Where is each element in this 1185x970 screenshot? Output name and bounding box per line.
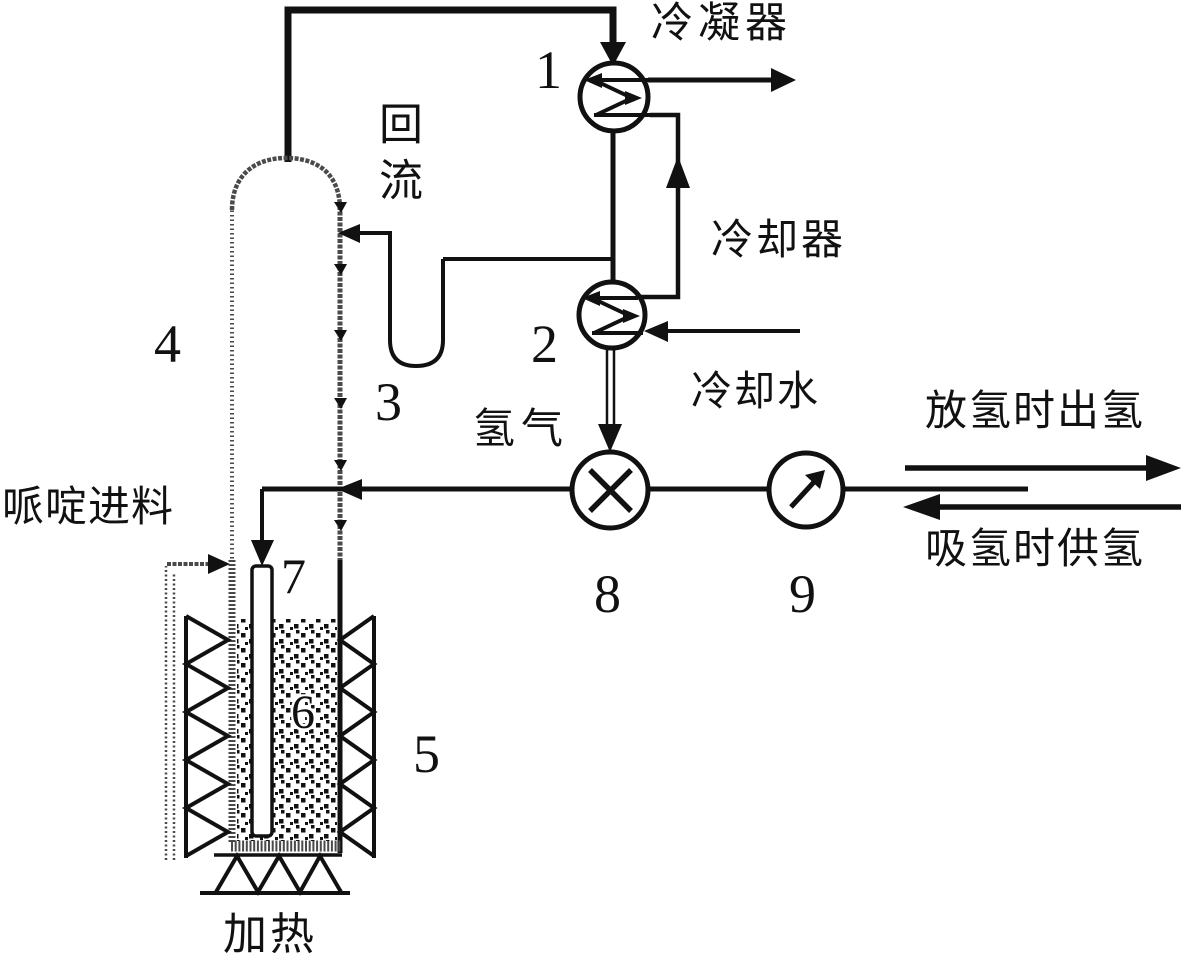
overhead-vapor-pipe bbox=[284, 6, 626, 162]
heater-left bbox=[181, 614, 233, 858]
condenser-symbol bbox=[577, 60, 651, 134]
label-h2-supply: 吸氢时供氢 bbox=[925, 527, 1146, 573]
number-valve: 8 bbox=[594, 564, 621, 624]
label-h2-release: 放氢时出氢 bbox=[925, 389, 1146, 435]
arrow-down-into-valve bbox=[598, 424, 622, 452]
cooler-to-valve-line bbox=[598, 347, 622, 452]
column-wall-ticks bbox=[334, 202, 347, 531]
number-column: 4 bbox=[154, 314, 181, 374]
arrow-left-into-column-hydrogen bbox=[337, 479, 362, 500]
number-flow-meter: 9 bbox=[789, 564, 816, 624]
label-hydrogen-gas: 氢气 bbox=[473, 407, 570, 453]
heater-right bbox=[336, 614, 378, 858]
label-piperidine-feed: 哌啶进料 bbox=[2, 485, 175, 531]
arrow-right-outlet bbox=[771, 68, 796, 92]
arrow-left-cooling-water bbox=[644, 321, 668, 342]
valve-symbol bbox=[569, 449, 651, 531]
arrow-up-riser bbox=[666, 156, 690, 188]
inner-tube bbox=[250, 564, 274, 838]
condenser-outlet-line bbox=[648, 68, 796, 92]
vapor-riser-line bbox=[638, 112, 690, 300]
hydrogen-line bbox=[251, 479, 1028, 566]
label-reflux: 回流 bbox=[372, 101, 421, 213]
arrow-left-into-column-reflux bbox=[338, 224, 360, 243]
arrow-down-into-tube bbox=[251, 540, 274, 566]
number-reflux-loop: 3 bbox=[375, 372, 402, 432]
feed-line bbox=[164, 554, 230, 860]
label-heating: 加热 bbox=[223, 910, 317, 959]
column-dome bbox=[229, 155, 343, 211]
hydrogen-supply-arrow bbox=[903, 494, 1181, 520]
flow-meter-symbol bbox=[766, 450, 846, 530]
number-condenser: 1 bbox=[535, 40, 562, 100]
arrow-right-feed bbox=[208, 554, 230, 574]
label-cooling-water: 冷却水 bbox=[691, 368, 820, 414]
hydrogen-out-arrow bbox=[905, 455, 1181, 481]
number-inner-tube: 7 bbox=[281, 548, 306, 604]
reflux-loop bbox=[338, 224, 445, 369]
cooling-water-line bbox=[644, 321, 800, 342]
cooler-symbol bbox=[576, 279, 648, 351]
arrow-down-into-condenser bbox=[600, 42, 626, 66]
label-cooler: 冷却器 bbox=[711, 218, 847, 264]
number-furnace: 5 bbox=[413, 724, 440, 784]
number-catalyst-bed: 6 bbox=[291, 686, 315, 739]
label-condenser: 冷凝器 bbox=[651, 1, 793, 47]
heater-bottom bbox=[200, 851, 350, 897]
number-cooler: 2 bbox=[531, 314, 558, 374]
